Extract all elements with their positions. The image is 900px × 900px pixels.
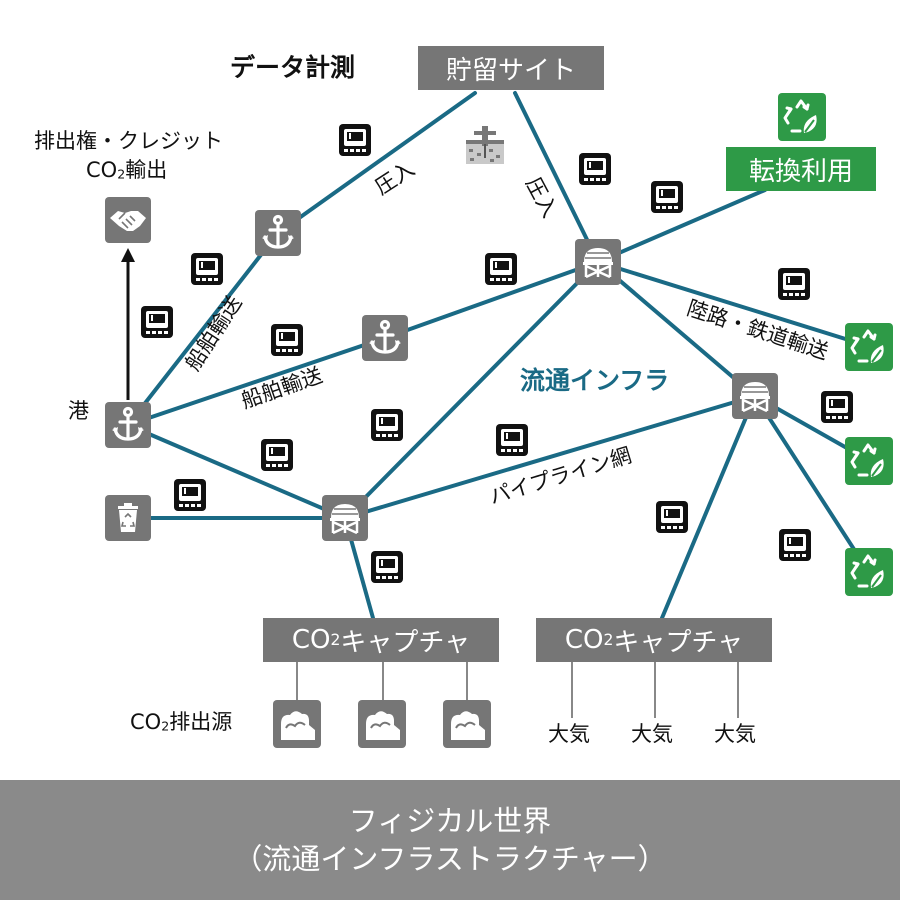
footer-subtitle: （流通インフラストラクチャー） bbox=[233, 842, 667, 876]
line-storage-terminal bbox=[513, 91, 600, 264]
tank-icon bbox=[575, 239, 621, 285]
line-terminal-anchor-mid bbox=[383, 260, 600, 340]
line-terminal-tank-right bbox=[596, 260, 757, 398]
line-port-anchor-mid bbox=[126, 336, 387, 427]
recycle-icon bbox=[845, 437, 893, 485]
line-terminal-recycle-1 bbox=[596, 260, 870, 348]
line-storage-anchor-top bbox=[276, 91, 477, 235]
arrowhead-up bbox=[121, 248, 135, 262]
sensor-icon bbox=[578, 152, 612, 186]
sensor-icon bbox=[173, 478, 207, 512]
factory-icon bbox=[273, 700, 321, 748]
sensor-icon bbox=[370, 550, 404, 584]
sensor-icon bbox=[270, 323, 304, 357]
storage-site-box: 貯留サイト bbox=[418, 46, 604, 90]
infrastructure-label: 流通インフラ bbox=[520, 366, 670, 395]
sensor-icon bbox=[495, 423, 529, 457]
anchor-icon bbox=[255, 210, 301, 256]
sensor-icon bbox=[655, 500, 689, 534]
line-port-anchor-top bbox=[126, 231, 280, 427]
line-tankright-capture bbox=[660, 394, 757, 620]
atmosphere-label-1: 大気 bbox=[548, 722, 590, 746]
atmosphere-label-2: 大気 bbox=[631, 722, 673, 746]
handshake-icon bbox=[105, 197, 151, 243]
line-terminal-tank-left bbox=[343, 260, 600, 520]
line-tankleft-tankright bbox=[343, 394, 757, 520]
port-label: 港 bbox=[68, 399, 89, 423]
line-tankright-recycle-3 bbox=[753, 394, 870, 573]
trash-icon bbox=[105, 495, 151, 541]
sensor-icon bbox=[820, 390, 854, 424]
footer-title: フィジカル世界 bbox=[348, 803, 552, 838]
conversion-box: 転換利用 bbox=[726, 147, 876, 191]
credits-label-line2: CO2輸出 bbox=[86, 158, 168, 182]
sensor-icon bbox=[777, 267, 811, 301]
footer-banner: フィジカル世界 （流通インフラストラクチャー） bbox=[0, 780, 900, 900]
sensor-icon bbox=[140, 305, 174, 339]
emission-source-label: CO2排出源 bbox=[130, 710, 233, 734]
sensor-icon bbox=[190, 252, 224, 286]
line-port-tankleft bbox=[126, 423, 347, 520]
sensor-icon bbox=[370, 408, 404, 442]
recycle-icon bbox=[845, 323, 893, 371]
injection-well-icon bbox=[462, 122, 508, 168]
anchor-icon bbox=[105, 402, 151, 448]
sensor-icon bbox=[650, 180, 684, 214]
sensor-icon bbox=[484, 252, 518, 286]
recycle-icon bbox=[845, 548, 893, 596]
atmosphere-label-3: 大気 bbox=[714, 722, 756, 746]
sensor-icon bbox=[260, 438, 294, 472]
anchor-icon bbox=[362, 315, 408, 361]
sensor-icon bbox=[338, 123, 372, 157]
factory-icon bbox=[443, 700, 491, 748]
tank-icon bbox=[322, 495, 368, 541]
recycle-icon bbox=[778, 93, 826, 141]
credits-label-line1: 排出権・クレジット bbox=[34, 129, 223, 153]
title-data-measurement: データ計測 bbox=[230, 53, 356, 82]
sensor-icon bbox=[778, 528, 812, 562]
factory-icon bbox=[358, 700, 406, 748]
line-terminal-conversion bbox=[596, 188, 767, 264]
tank-icon bbox=[732, 373, 778, 419]
